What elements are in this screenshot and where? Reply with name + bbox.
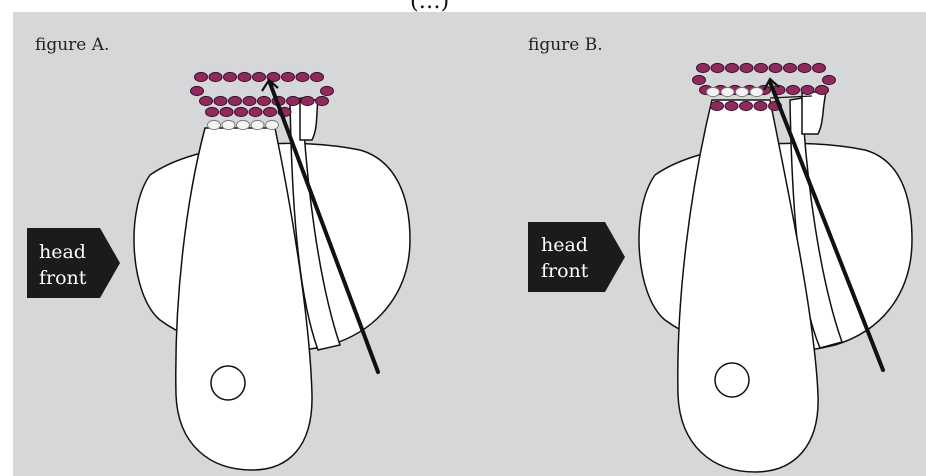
white-bead — [222, 120, 235, 129]
purple-bead — [235, 107, 248, 116]
purple-bead — [287, 96, 300, 105]
figure-a-eye — [211, 366, 245, 400]
white-bead — [750, 87, 763, 96]
purple-bead — [801, 85, 814, 94]
purple-bead — [296, 72, 309, 81]
purple-bead — [784, 63, 797, 72]
purple-bead — [798, 63, 811, 72]
purple-bead — [195, 72, 208, 81]
purple-bead — [206, 107, 219, 116]
purple-bead — [740, 101, 753, 110]
purple-bead — [253, 72, 266, 81]
purple-bead — [282, 72, 295, 81]
figure-a-caption: figure A. — [35, 35, 109, 55]
purple-bead — [243, 96, 256, 105]
purple-bead — [224, 72, 237, 81]
purple-bead — [787, 85, 800, 94]
white-bead — [237, 120, 250, 129]
purple-bead — [321, 86, 334, 95]
purple-bead — [200, 96, 213, 105]
white-bead — [736, 87, 749, 96]
white-bead — [251, 120, 264, 129]
purple-bead — [711, 101, 724, 110]
purple-bead — [755, 63, 768, 72]
purple-bead — [697, 63, 710, 72]
purple-bead — [191, 86, 204, 95]
purple-bead — [816, 85, 829, 94]
purple-bead — [726, 63, 739, 72]
purple-bead — [813, 63, 826, 72]
white-bead — [721, 87, 734, 96]
purple-bead — [209, 72, 222, 81]
white-bead — [707, 87, 720, 96]
purple-bead — [311, 72, 324, 81]
figure-a-tag-line1: head — [39, 241, 86, 263]
purple-bead — [238, 72, 251, 81]
purple-bead — [693, 75, 706, 84]
purple-bead — [214, 96, 227, 105]
purple-bead — [264, 107, 277, 116]
white-bead — [266, 120, 279, 129]
figure-b-caption: figure B. — [528, 35, 603, 55]
purple-bead — [769, 63, 782, 72]
figure-b-tag-line1: head — [541, 234, 588, 256]
figure-b-eye — [715, 363, 749, 397]
top-partial-text: (…) — [410, 0, 449, 14]
purple-bead — [740, 63, 753, 72]
figure-b-tag-line2: front — [541, 260, 589, 282]
white-bead — [208, 120, 221, 129]
purple-bead — [229, 96, 242, 105]
purple-bead — [823, 75, 836, 84]
purple-bead — [220, 107, 233, 116]
purple-bead — [754, 101, 767, 110]
figure-b-head-front-tag: head front — [528, 222, 625, 292]
purple-bead — [725, 101, 738, 110]
purple-bead — [258, 96, 271, 105]
purple-bead — [249, 107, 262, 116]
figure-a-tag-line2: front — [39, 267, 87, 289]
purple-bead — [301, 96, 314, 105]
purple-bead — [316, 96, 329, 105]
purple-bead — [711, 63, 724, 72]
